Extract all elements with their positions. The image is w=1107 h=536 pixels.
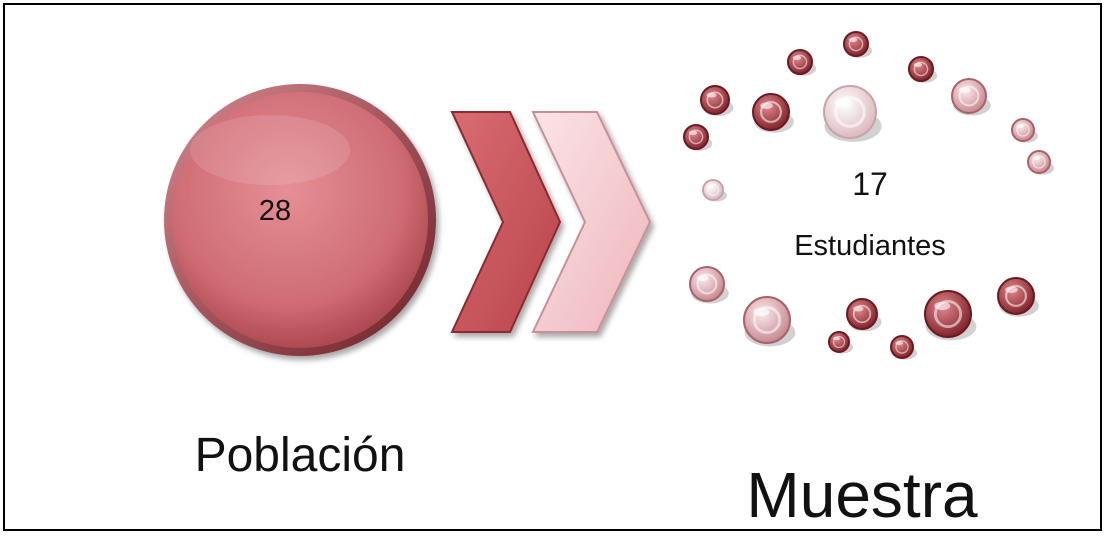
sample-title: Muestra [746, 459, 978, 531]
bubble-inner-ring [1032, 155, 1046, 169]
bubble-highlight [1032, 156, 1041, 161]
bubble-inner-ring [792, 54, 808, 70]
bubble-inner-ring [760, 101, 782, 123]
bubble-highlight [833, 336, 840, 341]
sample-unit-label: Estudiantes [794, 230, 946, 262]
sample-number: 17 [852, 166, 888, 202]
sample-bubble [843, 31, 869, 57]
bubble-inner-ring [688, 129, 704, 145]
sample-bubble [951, 78, 987, 114]
bubble-highlight [895, 341, 904, 346]
sample-bubble [828, 331, 850, 353]
bubble-highlight [688, 130, 698, 135]
bubble-highlight [958, 86, 971, 94]
bubble-inner-ring [706, 183, 720, 197]
bubble-inner-ring [834, 96, 866, 128]
bubble-highlight [834, 98, 853, 108]
bubble-inner-ring [933, 299, 963, 329]
bubble-highlight [1016, 124, 1025, 129]
sample-bubble [997, 277, 1035, 315]
bubble-highlight [696, 274, 709, 282]
sample-bubble [924, 290, 972, 338]
sample-bubble [1011, 118, 1035, 142]
population-title: Población [194, 429, 406, 482]
sample-bubble [700, 85, 730, 115]
sample-bubble [743, 296, 791, 344]
sample-bubbles [683, 31, 1055, 360]
bubble-inner-ring [1005, 285, 1027, 307]
bubble-highlight [707, 184, 714, 189]
bubble-highlight [760, 102, 773, 109]
sample-bubble [702, 179, 724, 201]
bubble-highlight [753, 307, 770, 317]
bubble-inner-ring [913, 61, 929, 77]
bubble-inner-ring [895, 340, 909, 354]
bubble-highlight [1005, 286, 1018, 293]
bubble-inner-ring [752, 305, 782, 335]
bubble-highlight [913, 62, 923, 67]
bubble-inner-ring [696, 273, 718, 295]
sample-bubble [908, 56, 934, 82]
population-number: 28 [258, 195, 292, 227]
bubble-highlight [792, 55, 802, 60]
bubble-highlight [706, 92, 717, 98]
bubble-inner-ring [848, 36, 864, 52]
bubble-inner-ring [832, 335, 846, 349]
bubble-inner-ring [1016, 123, 1030, 137]
sample-bubble [846, 298, 878, 330]
population-circle [164, 84, 436, 356]
sample-bubble [1027, 150, 1051, 174]
bubble-highlight [934, 301, 951, 311]
bubble-inner-ring [852, 304, 872, 324]
sample-bubble [752, 93, 790, 131]
sample-bubble [787, 49, 813, 75]
chevron-right-icon [531, 111, 652, 333]
sample-bubble [890, 335, 914, 359]
bubble-inner-ring [706, 91, 724, 109]
chevron-right-icon [450, 111, 562, 333]
sample-bubble [689, 266, 725, 302]
bubble-highlight [853, 306, 864, 312]
bubble-inner-ring [958, 85, 980, 107]
bubble-highlight [848, 37, 858, 42]
sample-bubble [823, 85, 877, 139]
sample-bubble [683, 124, 709, 150]
